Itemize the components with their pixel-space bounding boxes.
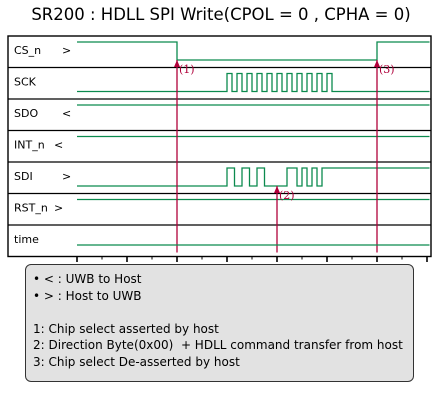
signal-name: SDI	[14, 170, 33, 183]
legend-line: 1: Chip select asserted by host	[33, 321, 219, 336]
signal-name: SCK	[14, 76, 37, 89]
signal-direction: <	[62, 107, 71, 120]
diagram-title: SR200 : HDLL SPI Write(CPOL = 0 , CPHA =…	[31, 5, 410, 24]
signal-direction: >	[62, 44, 71, 57]
waveform-sdi	[77, 167, 430, 187]
signal-direction: <	[54, 139, 63, 152]
signal-name: time	[14, 233, 39, 246]
waveform-sck	[77, 72, 430, 93]
time-axis: 245678	[76, 244, 430, 262]
legend-line: 2: Direction Byte(0x00) + HDLL command t…	[33, 338, 403, 353]
signal-name: INT_n	[14, 139, 45, 152]
marker-label: (3)	[379, 63, 395, 76]
signal-direction: >	[54, 202, 63, 215]
waveforms	[77, 41, 430, 201]
signal-name: CS_n	[14, 44, 41, 57]
legend-line: 3: Chip select De-asserted by host	[33, 354, 240, 369]
legend-line: • < : UWB to Host	[33, 272, 142, 286]
waveform-cs_n	[77, 41, 430, 61]
signal-name: RST_n	[14, 202, 48, 215]
timing-diagram: SR200 : HDLL SPI Write(CPOL = 0 , CPHA =…	[7, 5, 432, 262]
signal-name: SDO	[14, 107, 38, 120]
signal-direction: >	[62, 170, 71, 183]
signal-labels: CS_n > SCK SDO < INT_n < SDI > RST_n > time	[14, 44, 71, 246]
frame-border	[7, 35, 432, 258]
marker-arrow	[374, 60, 380, 67]
marker-arrow	[274, 186, 280, 193]
legend-box: • < : UWB to Host • > : Host to UWB 1: Chi…	[25, 264, 414, 382]
marker-arrow	[174, 60, 180, 67]
marker-label: (1)	[179, 63, 195, 76]
legend-spacer	[33, 304, 413, 321]
marker-label: (2)	[279, 189, 295, 202]
legend-line: • > : Host to UWB	[33, 288, 142, 303]
timing-frame	[7, 35, 432, 258]
markers: (1) (2) (3)	[174, 60, 395, 253]
